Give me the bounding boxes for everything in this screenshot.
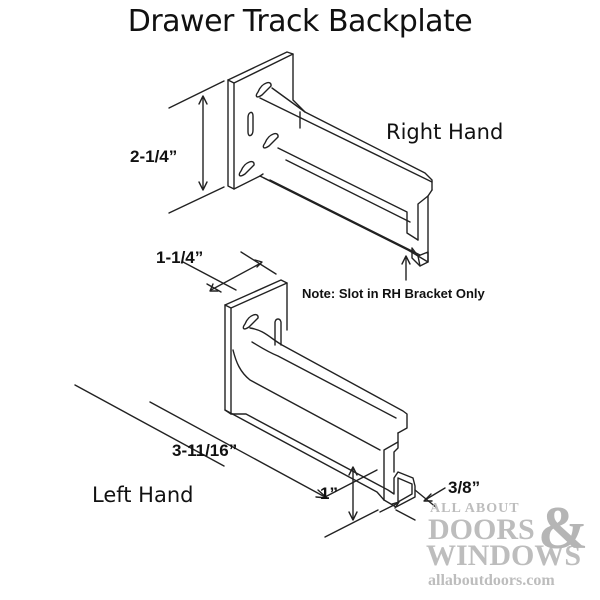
channel-height-dimension-lines: [324, 466, 379, 538]
watermark-line1: ALL ABOUT: [430, 501, 520, 516]
watermark-line2: DOORS: [428, 513, 535, 546]
note-arrow: [401, 255, 411, 281]
length-dimension-label: 3-11/16”: [172, 441, 238, 460]
width-dimension-label: 1-1/4”: [156, 248, 204, 267]
diagram-title: Drawer Track Backplate: [127, 4, 473, 39]
height-dimension-lines: [168, 80, 225, 214]
left-hand-label: Left Hand: [92, 483, 194, 507]
watermark-logo: & ALL ABOUT DOORS WINDOWS allaboutdoors.…: [420, 498, 595, 589]
length-dimension-lines: [74, 384, 328, 499]
slot-note: Note: Slot in RH Bracket Only: [302, 286, 485, 301]
channel-height-dimension-label: 1”: [320, 484, 338, 503]
width-dimension-lines: [182, 251, 277, 293]
left-hand-bracket-drawing: [224, 279, 416, 508]
watermark-url: allaboutdoors.com: [428, 572, 555, 589]
right-hand-bracket-drawing: [227, 51, 433, 267]
channel-width-dimension-label: 3/8”: [448, 478, 481, 497]
height-dimension-label: 2-1/4”: [130, 147, 178, 166]
right-hand-label: Right Hand: [386, 120, 504, 144]
watermark-line3: WINDOWS: [426, 539, 582, 572]
channel-width-dimension-lines: [379, 487, 446, 521]
watermark-ampersand: &: [538, 495, 588, 561]
